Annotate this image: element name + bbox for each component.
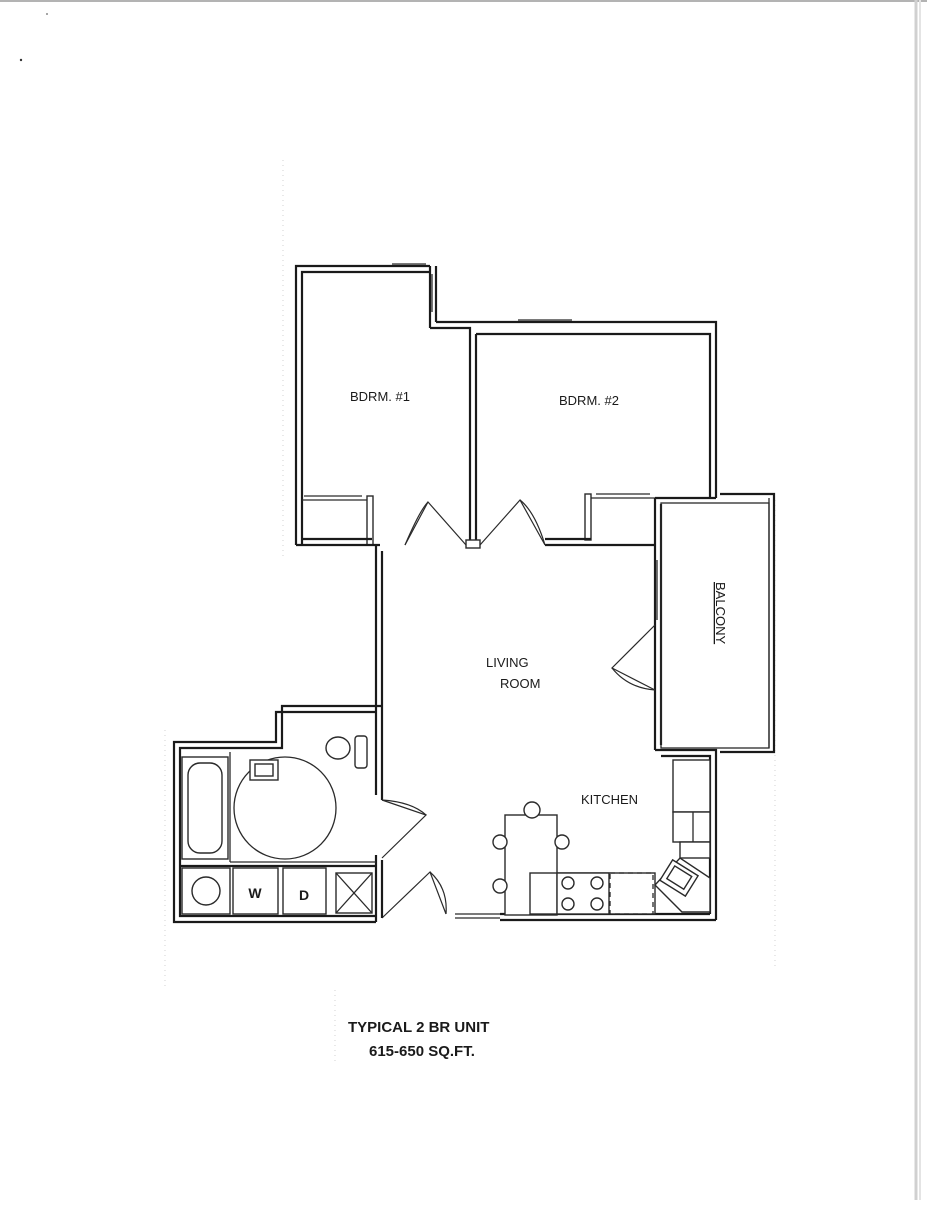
living-room-label-line1: LIVING (486, 655, 529, 670)
kitchen (492, 759, 711, 916)
bedroom-2 (430, 319, 718, 549)
balcony-label: BALCONY (713, 582, 728, 644)
square-footage-caption: 615-650 SQ.FT. (369, 1043, 475, 1060)
unit-type-caption: TYPICAL 2 BR UNIT (348, 1019, 489, 1036)
living-room-label-line2: ROOM (500, 676, 540, 691)
turning-circle (233, 756, 337, 860)
kitchen-sink (654, 857, 711, 913)
closet-bedroom-2 (584, 493, 655, 541)
kitchen-label: KITCHEN (581, 792, 638, 807)
cooktop (556, 872, 610, 915)
dishwasher (609, 872, 654, 915)
refrigerator (672, 759, 711, 859)
washer: W (232, 867, 279, 915)
dryer-label: D (299, 887, 309, 903)
balcony (660, 492, 776, 754)
washer-label: W (248, 885, 262, 901)
bedroom-1-label: BDRM. #1 (350, 389, 410, 404)
bathtub (181, 756, 229, 860)
bedroom-1 (294, 263, 438, 547)
toilet (325, 735, 368, 769)
laundry-sink (181, 867, 231, 915)
water-heater (335, 872, 373, 914)
bedroom-doors (404, 498, 546, 546)
sink (249, 759, 279, 781)
bedroom-2-label: BDRM. #2 (559, 393, 619, 408)
closet-bedroom-1 (302, 495, 374, 546)
dryer: D (282, 867, 327, 915)
bathroom: W D (172, 704, 428, 924)
